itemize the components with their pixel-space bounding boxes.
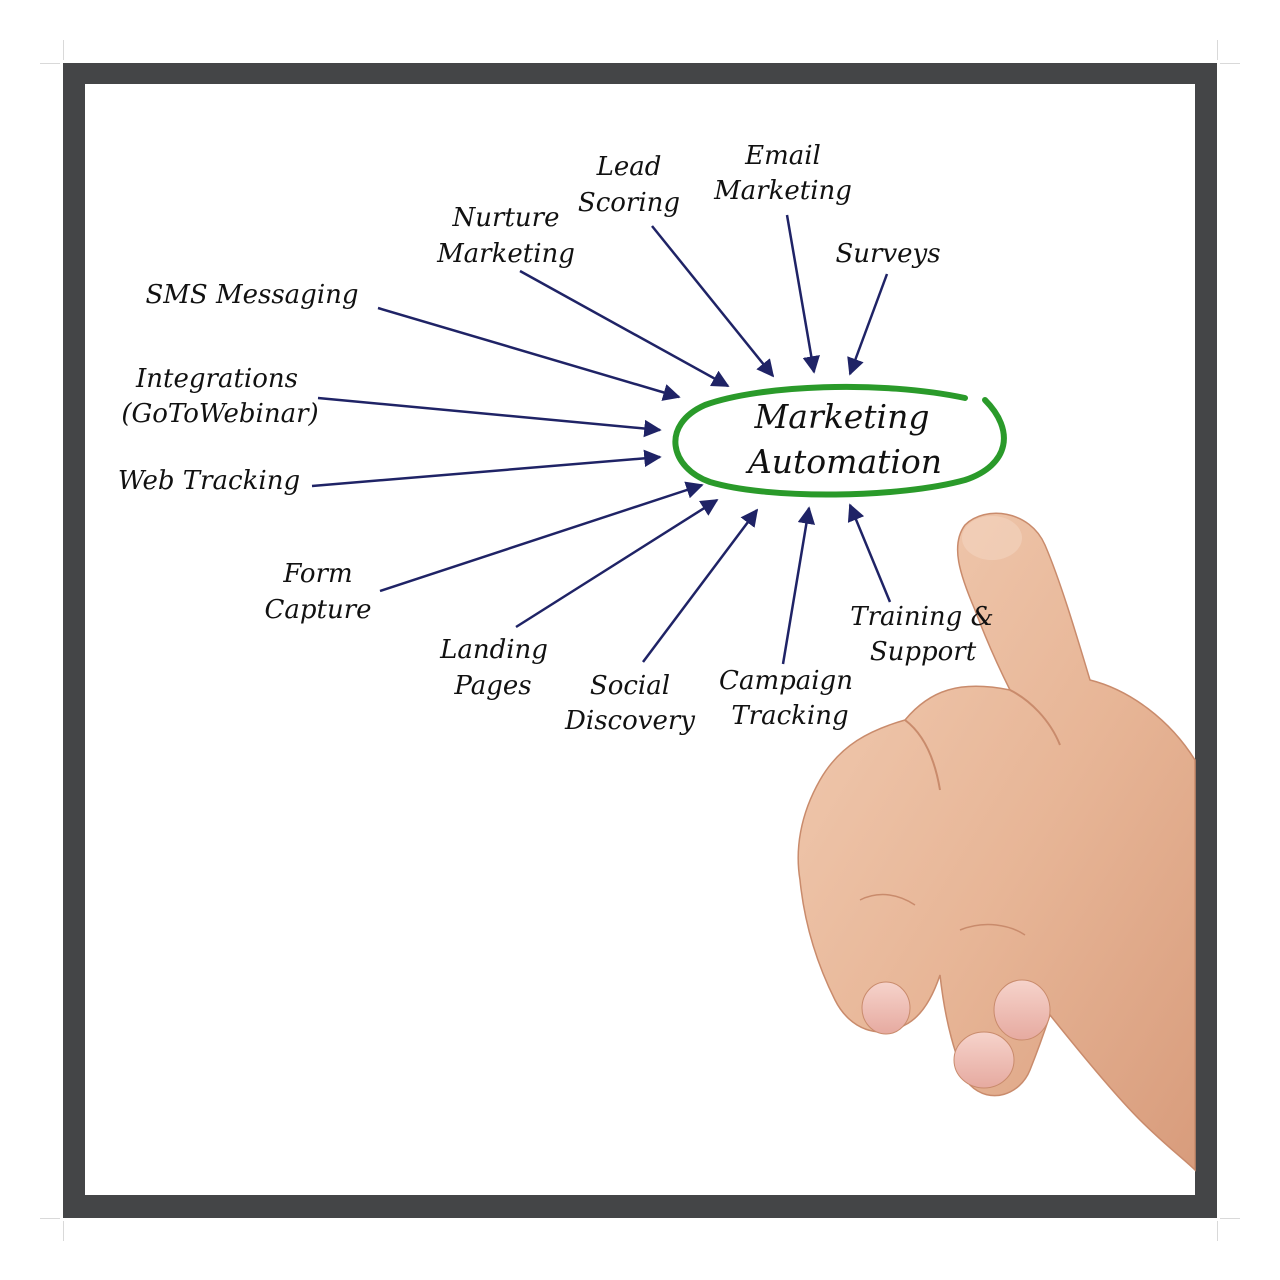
label-line: Discovery (564, 706, 695, 736)
label-line: Pages (453, 671, 531, 701)
arrow-email-marketing (787, 215, 814, 372)
node-training-support: Training & Support (850, 602, 993, 667)
label-line: Training & (850, 602, 993, 632)
arrow-training-support (850, 505, 890, 602)
label-line: Form (282, 559, 352, 589)
label-line: Tracking (731, 701, 848, 731)
node-surveys: Surveys (835, 239, 940, 269)
label-line: SMS Messaging (145, 280, 358, 310)
label-line: Web Tracking (118, 466, 300, 496)
arrow-campaign-tracking (783, 508, 809, 664)
label-line: Surveys (835, 239, 940, 269)
node-nurture-marketing: Nurture Marketing (436, 203, 575, 269)
arrow-form-capture (380, 485, 702, 591)
label-line: Marketing (436, 239, 575, 269)
node-web-tracking: Web Tracking (118, 466, 300, 496)
arrow-social-discovery (643, 510, 757, 662)
label-line: Email (744, 141, 821, 171)
label-line: Social (590, 671, 670, 701)
node-lead-scoring: Lead Scoring (578, 152, 680, 218)
label-line: Support (870, 637, 977, 667)
node-integrations: Integrations (GoToWebinar) (121, 364, 318, 429)
label-line: Lead (596, 152, 662, 182)
label-line: Integrations (135, 364, 298, 394)
arrow-nurture-marketing (520, 271, 728, 386)
node-campaign-tracking: Campaign Tracking (719, 666, 853, 731)
arrows (312, 215, 890, 664)
center-title-line2: Automation (745, 442, 942, 481)
label-line: Nurture (452, 203, 560, 233)
arrow-sms-messaging (378, 308, 679, 397)
node-landing-pages: Landing Pages (439, 635, 548, 701)
arrow-web-tracking (312, 457, 660, 486)
node-sms-messaging: SMS Messaging (145, 280, 358, 310)
node-email-marketing: Email Marketing (713, 141, 852, 206)
node-form-capture: Form Capture (264, 559, 371, 625)
arrow-landing-pages (516, 500, 717, 627)
label-line: (GoToWebinar) (121, 399, 318, 429)
arrow-surveys (850, 274, 887, 374)
label-line: Scoring (578, 188, 680, 218)
center-title-line1: Marketing (754, 397, 930, 436)
arrow-integrations (318, 398, 660, 430)
label-line: Campaign (719, 666, 853, 696)
node-social-discovery: Social Discovery (564, 671, 695, 736)
label-line: Landing (439, 635, 548, 665)
label-line: Capture (264, 595, 371, 625)
label-line: Marketing (713, 176, 852, 206)
